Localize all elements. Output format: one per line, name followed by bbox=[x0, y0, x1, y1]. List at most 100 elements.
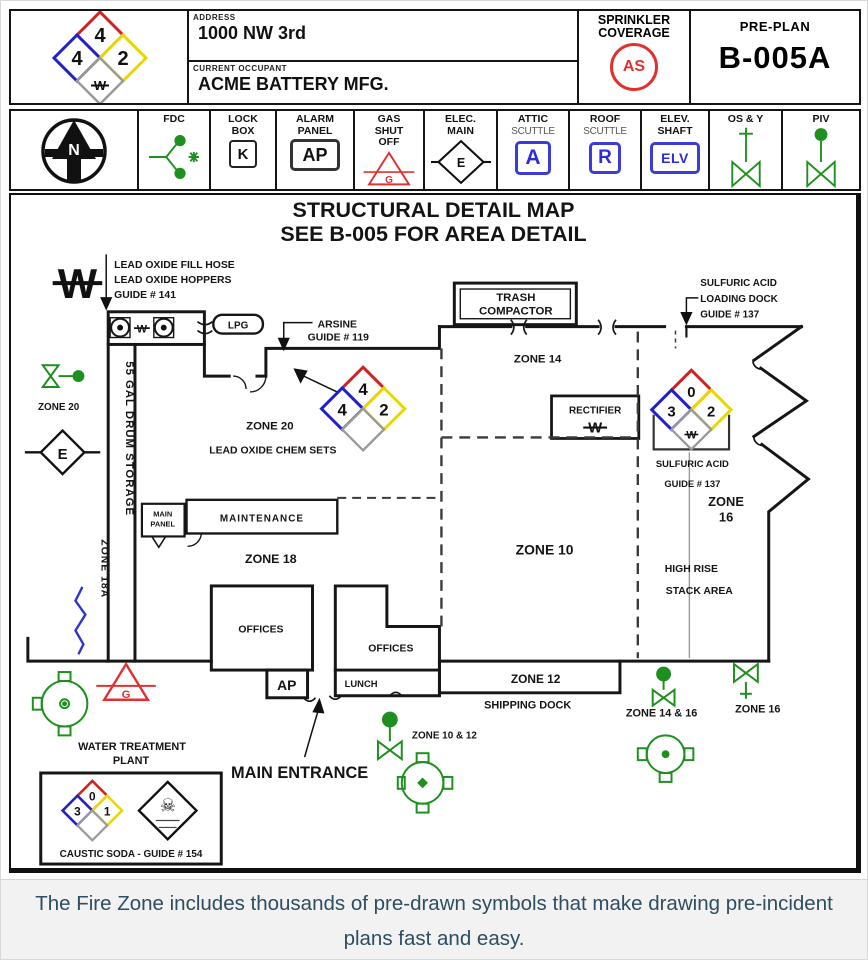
label-lunch: LUNCH bbox=[345, 678, 378, 689]
label-maintenance: MAINTENANCE bbox=[220, 514, 304, 525]
nfpa-sulfuric-right: 2 bbox=[707, 405, 715, 421]
label-trash-2: COMPACTOR bbox=[479, 306, 553, 318]
occupant-label: CURRENT OCCUPANT bbox=[193, 64, 288, 73]
label-lpg: LPG bbox=[228, 321, 249, 332]
nfpa-zone20-right: 2 bbox=[379, 401, 388, 420]
elev-label-1: ELEV. bbox=[660, 113, 690, 125]
elev-label-2: SHAFT bbox=[657, 124, 693, 137]
label-sulfuric-dock-3: GUIDE # 137 bbox=[700, 310, 759, 321]
map-title: STRUCTURAL DETAIL MAP SEE B-005 FOR AREA… bbox=[11, 198, 856, 246]
label-zone18: ZONE 18 bbox=[245, 552, 297, 566]
label-rectifier: RECTIFIER bbox=[569, 406, 621, 417]
gas-label-1: GAS bbox=[377, 113, 401, 125]
nfpa-header-right: 2 bbox=[117, 48, 128, 70]
legend-osy: OS & Y bbox=[708, 111, 781, 189]
poison-placard bbox=[137, 780, 199, 841]
legend-attic-scuttle: ATTIC SCUTTLE A bbox=[496, 111, 568, 189]
label-highrise-1: HIGH RISE bbox=[665, 564, 718, 575]
label-caustic-caption: CAUSTIC SODA - GUIDE # 154 bbox=[60, 849, 203, 860]
elec-map-letter: E bbox=[58, 447, 68, 463]
label-offices-1: OFFICES bbox=[238, 624, 283, 635]
piv-label: PIV bbox=[812, 113, 830, 125]
piv-zone14-16-icon bbox=[651, 666, 676, 708]
attic-scuttle-symbol: A bbox=[515, 140, 551, 175]
label-zone18a: ZONE 18A bbox=[98, 539, 109, 598]
label-shipping-dock: SHIPPING DOCK bbox=[484, 700, 571, 712]
legend-piv: PIV bbox=[781, 111, 859, 189]
caption-text: The Fire Zone includes thousands of pre-… bbox=[35, 892, 833, 950]
preplan-number: B-005A bbox=[718, 40, 832, 75]
label-water-treatment-2: PLANT bbox=[113, 755, 150, 767]
preplan-label: PRE-PLAN bbox=[739, 19, 811, 34]
annotation-arrows bbox=[100, 254, 699, 758]
legend-fdc: FDC bbox=[137, 111, 209, 189]
piv-valve-icon bbox=[806, 127, 836, 188]
attic-label-1: ATTIC bbox=[517, 113, 549, 125]
elec-label-2: MAIN bbox=[447, 124, 474, 137]
green-site-symbols bbox=[31, 364, 759, 814]
label-zone14: ZONE 14 bbox=[514, 353, 562, 365]
label-sulfuric-2: GUIDE # 137 bbox=[664, 478, 720, 489]
piv-zone10-12-icon bbox=[376, 711, 403, 762]
legend-lock-box: LOCK BOX K bbox=[209, 111, 275, 189]
label-zone20-outside: ZONE 20 bbox=[38, 402, 80, 413]
caustic-nfpa-left: 3 bbox=[74, 805, 81, 819]
label-sulfuric-dock-2: LOADING DOCK bbox=[700, 294, 778, 305]
label-sulfuric-dock-1: SULFURIC ACID bbox=[700, 278, 777, 289]
lockbox-label-1: LOCK bbox=[228, 113, 258, 125]
gas-map-letter: G bbox=[122, 689, 131, 701]
zone-dividers bbox=[337, 330, 691, 659]
lockbox-symbol: K bbox=[229, 140, 257, 169]
nfpa-diamond-zone20: 4 4 2 bbox=[319, 365, 407, 453]
label-zone20: ZONE 20 bbox=[246, 421, 293, 433]
elec-letter: E bbox=[456, 156, 464, 170]
label-zone16-bottom: ZONE 16 bbox=[735, 704, 780, 716]
legend-roof-scuttle: ROOF SCUTTLE R bbox=[568, 111, 640, 189]
alarm-label-2: PANEL bbox=[297, 124, 333, 137]
label-lead-oxide-2: LEAD OXIDE HOPPERS bbox=[114, 275, 231, 286]
nfpa-header-box: 4 4 2 W bbox=[9, 9, 189, 106]
label-lead-oxide-chem: LEAD OXIDE CHEM SETS bbox=[209, 445, 336, 456]
label-main-panel-2: PANEL bbox=[150, 520, 175, 529]
gas-label-3: OFF bbox=[378, 136, 400, 149]
nfpa-header-top: 4 bbox=[94, 25, 106, 47]
no-water-symbol: W bbox=[52, 260, 103, 307]
fdc-label: FDC bbox=[163, 113, 185, 125]
nfpa-zone20-left: 4 bbox=[338, 401, 348, 420]
alarm-panel-symbol: AP bbox=[290, 139, 340, 172]
occupant-value: ACME BATTERY MFG. bbox=[198, 74, 389, 94]
address-box: ADDRESS 1000 NW 3rd bbox=[187, 9, 579, 62]
label-lead-oxide-3: GUIDE # 141 bbox=[114, 290, 176, 301]
interior-structures bbox=[39, 281, 641, 866]
sprinkler-label-1: SPRINKLER bbox=[597, 13, 671, 27]
gas-letter: G bbox=[385, 174, 393, 185]
legend-elev-shaft: ELEV. SHAFT ELV bbox=[640, 111, 708, 189]
label-drum-storage: 55 GAL DRUM STORAGE bbox=[123, 361, 135, 516]
occupant-box: CURRENT OCCUPANT ACME BATTERY MFG. bbox=[187, 60, 579, 105]
label-lead-oxide-1: LEAD OXIDE FILL HOSE bbox=[114, 260, 235, 271]
label-zone16-2: 16 bbox=[719, 510, 733, 525]
elec-main-map-icon: E bbox=[24, 428, 101, 476]
gas-shutoff-icon: G bbox=[363, 150, 415, 185]
alarm-label-1: ALARM bbox=[296, 113, 334, 125]
legend-gas-shutoff: GAS SHUT OFF G bbox=[353, 111, 423, 189]
elec-label-1: ELEC. bbox=[445, 113, 476, 125]
roof-label-2: SCUTTLE bbox=[583, 125, 627, 137]
nfpa-sulfuric-top: 0 bbox=[687, 385, 695, 401]
building-walls bbox=[26, 310, 811, 700]
nfpa-sulfuric-special: W bbox=[686, 429, 697, 441]
label-main-panel-1: MAIN bbox=[153, 510, 172, 519]
caustic-nfpa-top: 0 bbox=[89, 790, 96, 804]
floor-plan: W bbox=[24, 254, 811, 866]
preplan-box: PRE-PLAN B-005A bbox=[689, 9, 861, 105]
drain-line bbox=[74, 586, 87, 655]
map-labels: LEAD OXIDE FILL HOSE LEAD OXIDE HOPPERS … bbox=[38, 260, 781, 860]
label-arsine-1: ARSINE bbox=[318, 320, 357, 331]
caption-strip: The Fire Zone includes thousands of pre-… bbox=[1, 879, 867, 959]
label-main-entrance: MAIN ENTRANCE bbox=[231, 764, 368, 782]
skull-icon: ☠ bbox=[160, 796, 176, 816]
attic-label-2: SCUTTLE bbox=[511, 125, 555, 137]
nfpa-diamond-header: 4 4 2 W bbox=[51, 9, 149, 106]
elev-shaft-symbol: ELV bbox=[650, 142, 700, 175]
